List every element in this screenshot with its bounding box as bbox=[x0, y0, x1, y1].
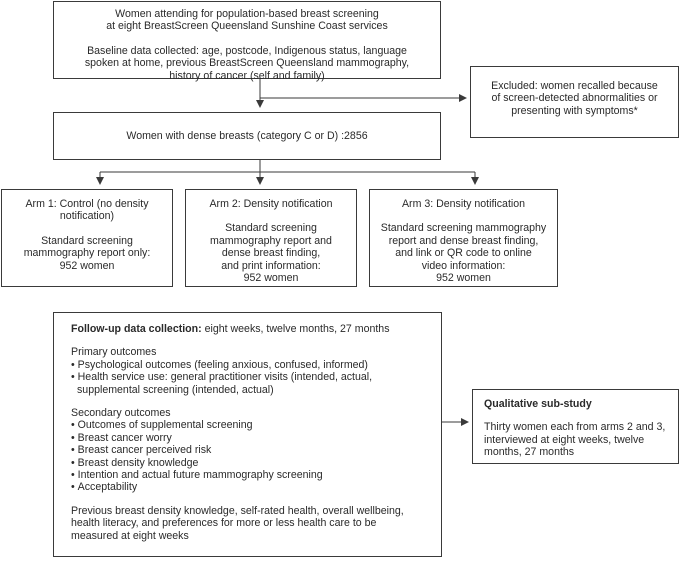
qualitative-substudy-box: Qualitative sub-study Thirty women each … bbox=[472, 389, 679, 464]
primary-outcomes-title: Primary outcomes bbox=[71, 346, 157, 359]
dense-breasts-label: Women with dense breasts (category C or … bbox=[126, 130, 368, 142]
qualitative-line-1: Thirty women each from arms 2 and 3, bbox=[484, 421, 666, 434]
arm-1-title-2: notification) bbox=[59, 210, 115, 223]
primary-outcome-item: Health service use: general practitioner… bbox=[71, 371, 441, 383]
follow-up-box: Follow-up data collection: eight weeks, … bbox=[53, 312, 442, 557]
qualitative-line-3: months, 27 months bbox=[484, 446, 575, 459]
excluded-line-3: presenting with symptoms* bbox=[511, 104, 638, 117]
arm-1-title-1: Arm 1: Control (no density bbox=[25, 198, 149, 210]
dense-breasts-box: Women with dense breasts (category C or … bbox=[53, 112, 441, 160]
secondary-outcome-item: Acceptability bbox=[71, 481, 441, 493]
previous-measures-line-2: health literacy, and preferences for mor… bbox=[71, 517, 377, 530]
secondary-outcome-item: Breast density knowledge bbox=[71, 457, 441, 469]
follow-up-heading-timepoints: eight weeks, twelve months, 27 months bbox=[201, 323, 390, 335]
arm-1-box: Arm 1: Control (no density notification)… bbox=[1, 189, 173, 287]
follow-up-heading-label: Follow-up data collection: bbox=[71, 323, 202, 335]
arm-3-box: Arm 3: Density notification Standard scr… bbox=[369, 189, 558, 287]
secondary-outcomes-title: Secondary outcomes bbox=[71, 407, 171, 420]
follow-up-heading: Follow-up data collection: eight weeks, … bbox=[71, 323, 441, 335]
arm-2-box: Arm 2: Density notification Standard scr… bbox=[185, 189, 357, 287]
arm-3-body-3: and link or QR code to online bbox=[395, 247, 532, 260]
population-line-2: at eight BreastScreen Queensland Sunshin… bbox=[106, 20, 388, 33]
arm-3-body-2: report and dense breast finding, bbox=[388, 234, 539, 247]
arm-2-body-3: dense breast finding, bbox=[221, 247, 321, 260]
previous-measures-line-3: measured at eight weeks bbox=[71, 529, 189, 542]
arm-1-body-3: 952 women bbox=[59, 259, 115, 272]
secondary-outcome-item: Intention and actual future mammography … bbox=[71, 469, 441, 481]
arm-1-body-2: mammography report only: bbox=[23, 247, 151, 260]
arm-2-title-1: Arm 2: Density notification bbox=[209, 198, 333, 210]
arm-3-body-1: Standard screening mammography bbox=[380, 222, 547, 235]
arm-1-body-1: Standard screening bbox=[41, 234, 133, 247]
qualitative-title: Qualitative sub-study bbox=[484, 398, 592, 410]
arm-2-body-4: and print information: bbox=[221, 259, 321, 272]
secondary-outcome-item: Outcomes of supplemental screening bbox=[71, 419, 441, 431]
arm-3-body-5: 952 women bbox=[436, 272, 491, 285]
arm-3-body-4: video information: bbox=[421, 259, 506, 272]
previous-measures-line-1: Previous breast density knowledge, self-… bbox=[71, 504, 404, 517]
population-line-1: Women attending for population-based bre… bbox=[115, 8, 379, 20]
primary-outcome-item: Psychological outcomes (feeling anxious,… bbox=[71, 359, 441, 371]
qualitative-line-2: interviewed at eight weeks, twelve bbox=[484, 433, 645, 446]
arm-2-body-2: mammography report and bbox=[210, 234, 332, 247]
arm-2-body-1: Standard screening bbox=[225, 222, 317, 235]
baseline-line-3: history of cancer (self and family) bbox=[169, 69, 325, 82]
secondary-outcome-item: Breast cancer perceived risk bbox=[71, 444, 441, 456]
excluded-box: Excluded: women recalled because of scre… bbox=[470, 66, 679, 138]
arm-2-body-5: 952 women bbox=[243, 272, 299, 285]
baseline-line-1: Baseline data collected: age, postcode, … bbox=[87, 44, 407, 57]
excluded-line-2: of screen-detected abnormalities or bbox=[491, 92, 658, 105]
screening-population-box: Women attending for population-based bre… bbox=[53, 1, 441, 82]
arm-3-title-1: Arm 3: Density notification bbox=[401, 198, 526, 210]
excluded-line-1: Excluded: women recalled because bbox=[491, 80, 658, 92]
baseline-line-2: spoken at home, previous BreastScreen Qu… bbox=[84, 57, 410, 70]
primary-outcome-continuation: supplemental screening (intended, actual… bbox=[77, 383, 274, 396]
secondary-outcome-item: Breast cancer worry bbox=[71, 432, 441, 444]
